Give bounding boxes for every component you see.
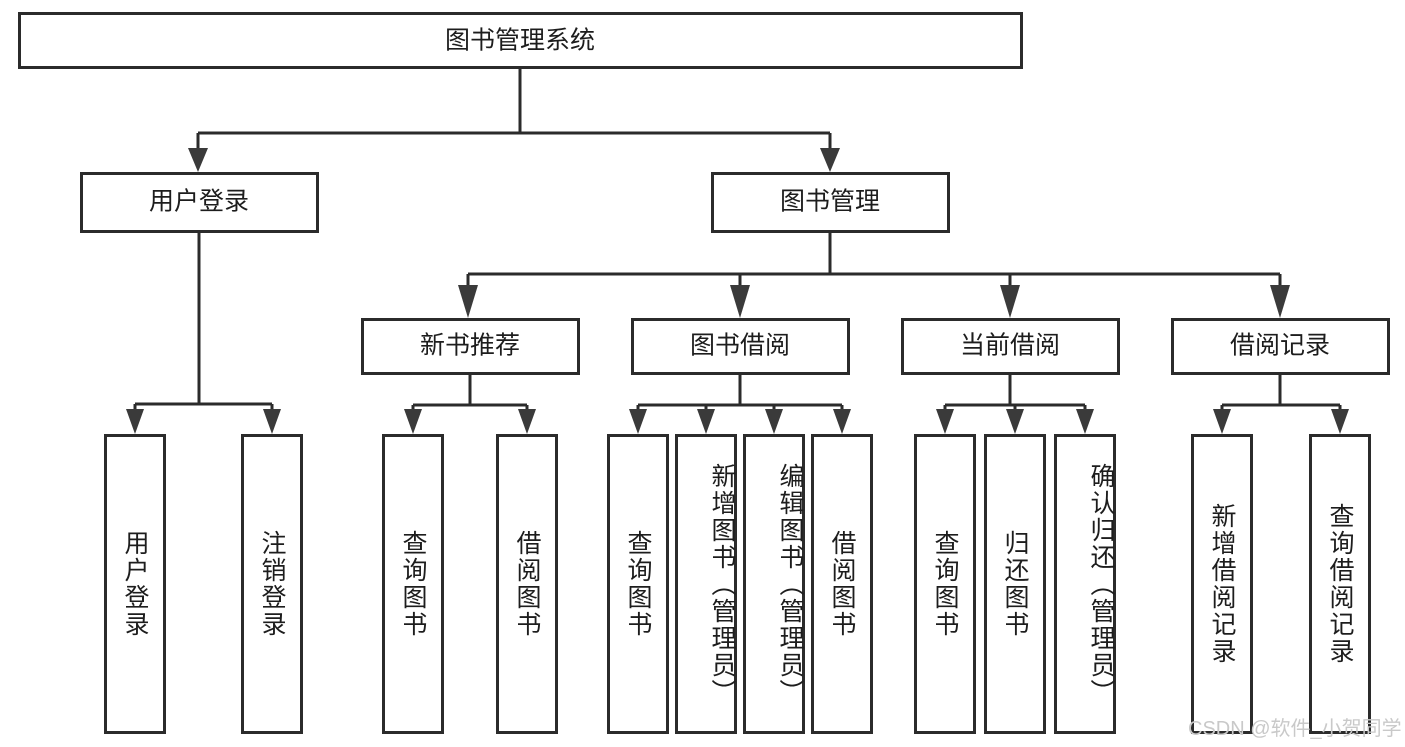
arrowhead-current-borrow-leaf-1 (936, 409, 954, 434)
leaf-label-current-borrow-3: 确认归还（管理员） (1087, 462, 1115, 706)
arrowhead-to-current-borrow (1000, 285, 1020, 318)
arrowhead-current-borrow-leaf-2 (1006, 409, 1024, 434)
arrowhead-to-new-book-recommend (458, 285, 478, 318)
leaf-label-book-borrow-2: 新增图书（管理员） (708, 462, 736, 706)
arrowhead-new-book-leaf-2 (518, 409, 536, 434)
leaf-label-user-login-2: 注销登录 (258, 530, 286, 638)
node-label-new-book-recommend: 新书推荐 (420, 332, 520, 360)
node-box-book-manage[interactable] (711, 172, 950, 233)
leaf-label-current-borrow-2: 归还图书 (1001, 530, 1029, 638)
node-box-user-login[interactable] (80, 172, 319, 233)
arrowhead-book-borrow-leaf-2 (697, 409, 715, 434)
node-label-root: 图书管理系统 (445, 27, 595, 55)
leaf-label-new-book-1: 查询图书 (399, 530, 427, 638)
arrowhead-user-login-leaf-2 (263, 409, 281, 434)
leaf-box-user-login-1[interactable] (104, 434, 166, 734)
arrowhead-to-book-borrow (730, 285, 750, 318)
node-label-borrow-record: 借阅记录 (1230, 332, 1330, 360)
leaf-box-book-borrow-1[interactable] (607, 434, 669, 734)
node-label-current-borrow: 当前借阅 (960, 332, 1060, 360)
node-label-book-borrow: 图书借阅 (690, 332, 790, 360)
leaf-box-new-book-1[interactable] (382, 434, 444, 734)
csdn-watermark: CSDN @软件_小贺同学 (1188, 718, 1402, 740)
arrowhead-root-to-user-login (188, 148, 208, 172)
node-box-current-borrow[interactable] (901, 318, 1120, 375)
leaf-label-user-login-1: 用户登录 (121, 530, 149, 638)
node-label-user-login: 用户登录 (149, 188, 249, 216)
arrowhead-to-borrow-record (1270, 285, 1290, 318)
arrowhead-book-borrow-leaf-3 (765, 409, 783, 434)
leaf-box-book-borrow-2[interactable] (675, 434, 737, 734)
node-box-root[interactable] (18, 12, 1023, 69)
leaf-box-borrow-record-2[interactable] (1309, 434, 1371, 734)
arrowhead-book-borrow-leaf-4 (833, 409, 851, 434)
arrowhead-borrow-record-leaf-2 (1331, 409, 1349, 434)
arrowhead-user-login-leaf-1 (126, 409, 144, 434)
leaf-label-book-borrow-1: 查询图书 (624, 530, 652, 638)
leaf-box-current-borrow-2[interactable] (984, 434, 1046, 734)
leaf-box-borrow-record-1[interactable] (1191, 434, 1253, 734)
leaf-label-book-borrow-3: 编辑图书（管理员） (776, 462, 804, 706)
arrowhead-current-borrow-leaf-3 (1076, 409, 1094, 434)
leaf-label-current-borrow-1: 查询图书 (931, 530, 959, 638)
leaf-box-user-login-2[interactable] (241, 434, 303, 734)
leaf-box-book-borrow-4[interactable] (811, 434, 873, 734)
leaf-box-current-borrow-1[interactable] (914, 434, 976, 734)
leaf-label-borrow-record-2: 查询借阅记录 (1326, 503, 1354, 665)
arrowhead-book-borrow-leaf-1 (629, 409, 647, 434)
arrowhead-new-book-leaf-1 (404, 409, 422, 434)
node-box-new-book-recommend[interactable] (361, 318, 580, 375)
leaf-label-book-borrow-4: 借阅图书 (828, 530, 856, 638)
leaf-box-new-book-2[interactable] (496, 434, 558, 734)
node-label-book-manage: 图书管理 (780, 188, 880, 216)
node-box-borrow-record[interactable] (1171, 318, 1390, 375)
arrowhead-borrow-record-leaf-1 (1213, 409, 1231, 434)
leaf-label-borrow-record-1: 新增借阅记录 (1208, 503, 1236, 665)
leaf-box-current-borrow-3[interactable] (1054, 434, 1116, 734)
leaf-label-new-book-2: 借阅图书 (513, 530, 541, 638)
node-box-book-borrow[interactable] (631, 318, 850, 375)
arrowhead-root-to-book-manage (820, 148, 840, 172)
leaf-box-book-borrow-3[interactable] (743, 434, 805, 734)
